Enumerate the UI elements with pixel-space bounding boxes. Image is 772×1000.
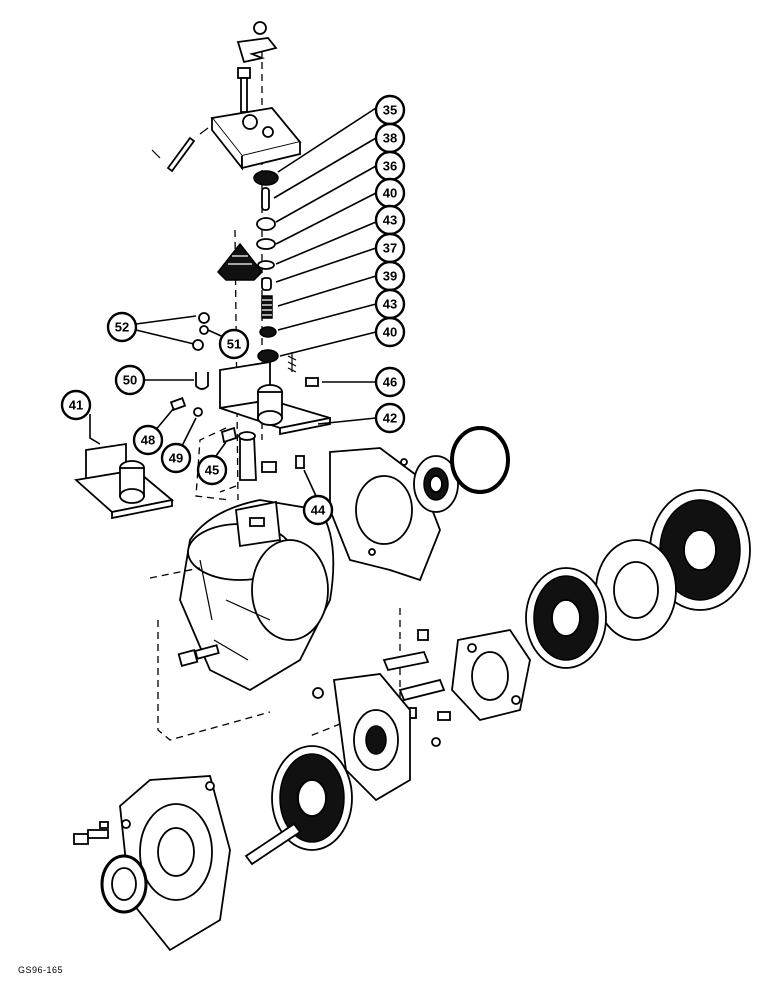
lower-seal <box>100 854 148 914</box>
friction-disc-middle <box>525 567 607 669</box>
callout-37: 37 <box>374 232 406 264</box>
svg-text:52: 52 <box>115 320 129 335</box>
friction-disc-bottom <box>271 745 353 851</box>
callout-38: 38 <box>374 122 406 154</box>
lever-yoke <box>220 426 277 481</box>
lower-bolt <box>73 821 109 845</box>
grease-fitting <box>295 455 305 469</box>
pressure-plate <box>595 539 677 641</box>
svg-text:50: 50 <box>123 373 137 388</box>
nuts <box>192 312 210 351</box>
svg-text:37: 37 <box>383 241 397 256</box>
callout-48: 48 <box>132 424 164 456</box>
parts-stack <box>253 170 279 363</box>
callout-35: 35 <box>374 94 406 126</box>
svg-text:40: 40 <box>383 325 397 340</box>
top-clip <box>236 21 278 64</box>
yoke-guide <box>195 427 237 501</box>
svg-text:44: 44 <box>311 503 326 518</box>
callout-44: 44 <box>302 494 334 526</box>
svg-text:48: 48 <box>141 433 155 448</box>
spring <box>287 352 297 373</box>
top-bolt <box>237 67 251 113</box>
callout-40: 40 <box>374 177 406 209</box>
svg-text:43: 43 <box>383 213 397 228</box>
small-bolts <box>169 397 203 417</box>
figure-code: GS96-165 <box>18 965 64 975</box>
svg-text:40: 40 <box>383 186 397 201</box>
callout-43: 43 <box>374 288 406 320</box>
callout-41: 41 <box>60 389 92 421</box>
upper-bracket <box>210 107 302 171</box>
callout-42: 42 <box>374 402 406 434</box>
callout-49: 49 <box>160 442 192 474</box>
cam-plate <box>332 673 411 802</box>
housing-bolt <box>177 644 220 667</box>
pin <box>151 127 209 173</box>
svg-text:36: 36 <box>383 159 397 174</box>
callout-43: 43 <box>374 204 406 236</box>
svg-text:42: 42 <box>383 411 397 426</box>
callout-51: 51 <box>218 328 250 360</box>
actuator-plate <box>451 629 531 722</box>
callout-40: 40 <box>374 316 406 348</box>
svg-text:41: 41 <box>69 398 83 413</box>
callout-46: 46 <box>374 366 406 398</box>
bellows-boot <box>216 242 264 281</box>
seal-ring <box>450 426 510 494</box>
callout-36: 36 <box>374 150 406 182</box>
links <box>312 629 451 747</box>
svg-text:38: 38 <box>383 131 397 146</box>
callout-50: 50 <box>114 364 146 396</box>
svg-text:45: 45 <box>205 463 219 478</box>
callout-39: 39 <box>374 260 406 292</box>
mounting-bracket-left <box>73 442 175 520</box>
svg-text:35: 35 <box>383 103 397 118</box>
callout-45: 45 <box>196 454 228 486</box>
svg-text:51: 51 <box>227 337 241 352</box>
brake-housing <box>179 499 335 692</box>
bearing <box>413 455 459 513</box>
mounting-bracket-right <box>219 360 331 436</box>
svg-text:46: 46 <box>383 375 397 390</box>
shaft <box>244 822 302 866</box>
svg-text:43: 43 <box>383 297 397 312</box>
leader-lines <box>89 107 377 497</box>
gasket-plate <box>329 447 441 582</box>
svg-text:49: 49 <box>169 451 183 466</box>
callout-52: 52 <box>106 311 138 343</box>
bottom-cover <box>119 775 231 952</box>
u-bolt <box>195 372 209 390</box>
svg-text:39: 39 <box>383 269 397 284</box>
